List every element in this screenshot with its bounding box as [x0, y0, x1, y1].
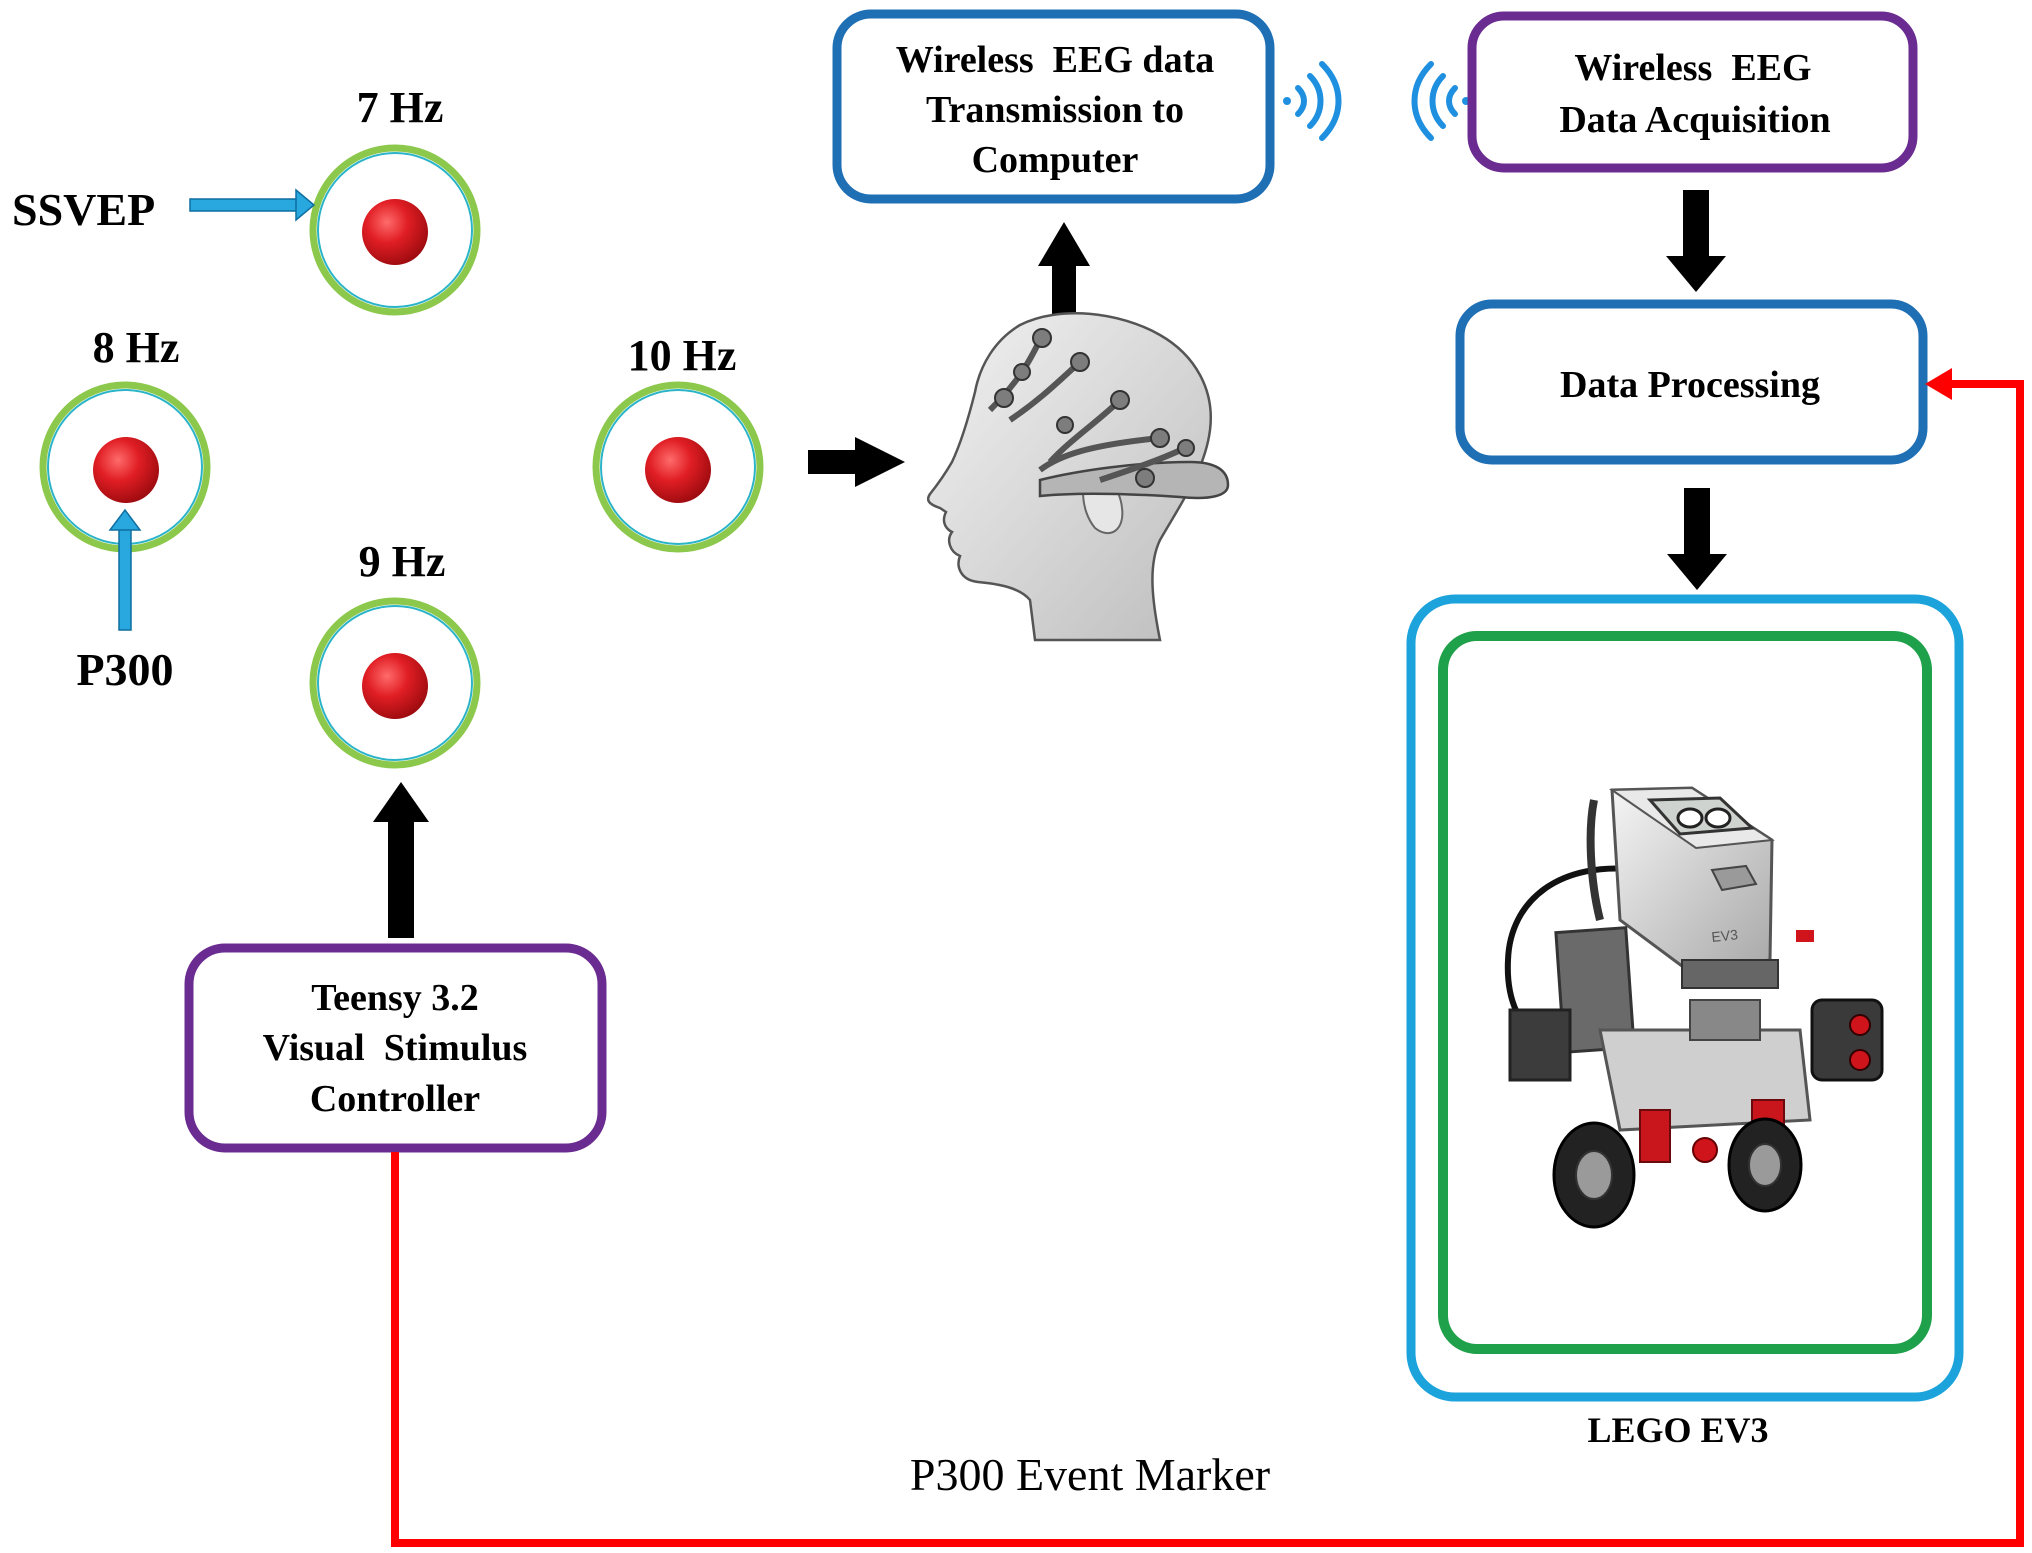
acquisition-line-1: Wireless EEG	[1574, 47, 1811, 89]
ssvep-label: SSVEP	[12, 184, 155, 235]
robot-label: LEGO EV3	[1587, 1410, 1768, 1450]
robot-inner-frame	[1438, 631, 1932, 1354]
transmission-box: Wireless EEG data Transmission to Comput…	[832, 9, 1275, 204]
acquisition-line-2: Data Acquisition	[1559, 99, 1830, 141]
svg-text:EV3: EV3	[1711, 926, 1739, 945]
stimulus-9hz: 9 Hz	[309, 537, 481, 769]
p300-label: P300	[76, 644, 173, 695]
transmission-line-3: Computer	[972, 139, 1139, 181]
arrow-right-to-head	[808, 437, 905, 487]
wireless-signal-icon	[1411, 61, 1470, 141]
lego-ev3-robot-illustration: EV3	[1504, 786, 1884, 1229]
p300-arrow	[108, 508, 142, 631]
stimulus-9hz-label: 9 Hz	[359, 537, 446, 586]
red-dot-icon	[362, 199, 428, 265]
controller-line-2: Visual Stimulus	[263, 1027, 528, 1069]
controller-line-3: Controller	[310, 1078, 480, 1120]
p300-event-marker-line	[391, 368, 2024, 1547]
event-marker-label: P300 Event Marker	[910, 1449, 1270, 1500]
transmission-line-2: Transmission to	[926, 89, 1184, 131]
stimulus-10hz-label: 10 Hz	[628, 331, 737, 380]
ssvep-arrow	[189, 188, 316, 222]
arrow-down-to-processing	[1666, 190, 1726, 292]
red-dot-icon	[362, 653, 428, 719]
acquisition-box: Wireless EEG Data Acquisition	[1467, 11, 1918, 173]
red-dot-icon	[645, 437, 711, 503]
transmission-line-1: Wireless EEG data	[896, 39, 1214, 81]
arrow-up-controller	[373, 782, 429, 938]
red-dot-icon	[93, 437, 159, 503]
processing-box: Data Processing	[1455, 299, 1928, 465]
stimulus-8hz-label: 8 Hz	[93, 323, 180, 372]
processing-label: Data Processing	[1560, 364, 1820, 406]
stimulus-7hz: 7 Hz	[309, 83, 481, 316]
stimulus-7hz-label: 7 Hz	[357, 83, 444, 132]
controller-line-1: Teensy 3.2	[311, 977, 479, 1019]
eeg-headset-illustration	[926, 312, 1230, 642]
controller-box: Teensy 3.2 Visual Stimulus Controller	[184, 943, 607, 1153]
wireless-signal-icon	[1283, 61, 1342, 141]
arrow-down-to-robot	[1667, 488, 1727, 590]
stimulus-10hz: 10 Hz	[592, 331, 764, 553]
